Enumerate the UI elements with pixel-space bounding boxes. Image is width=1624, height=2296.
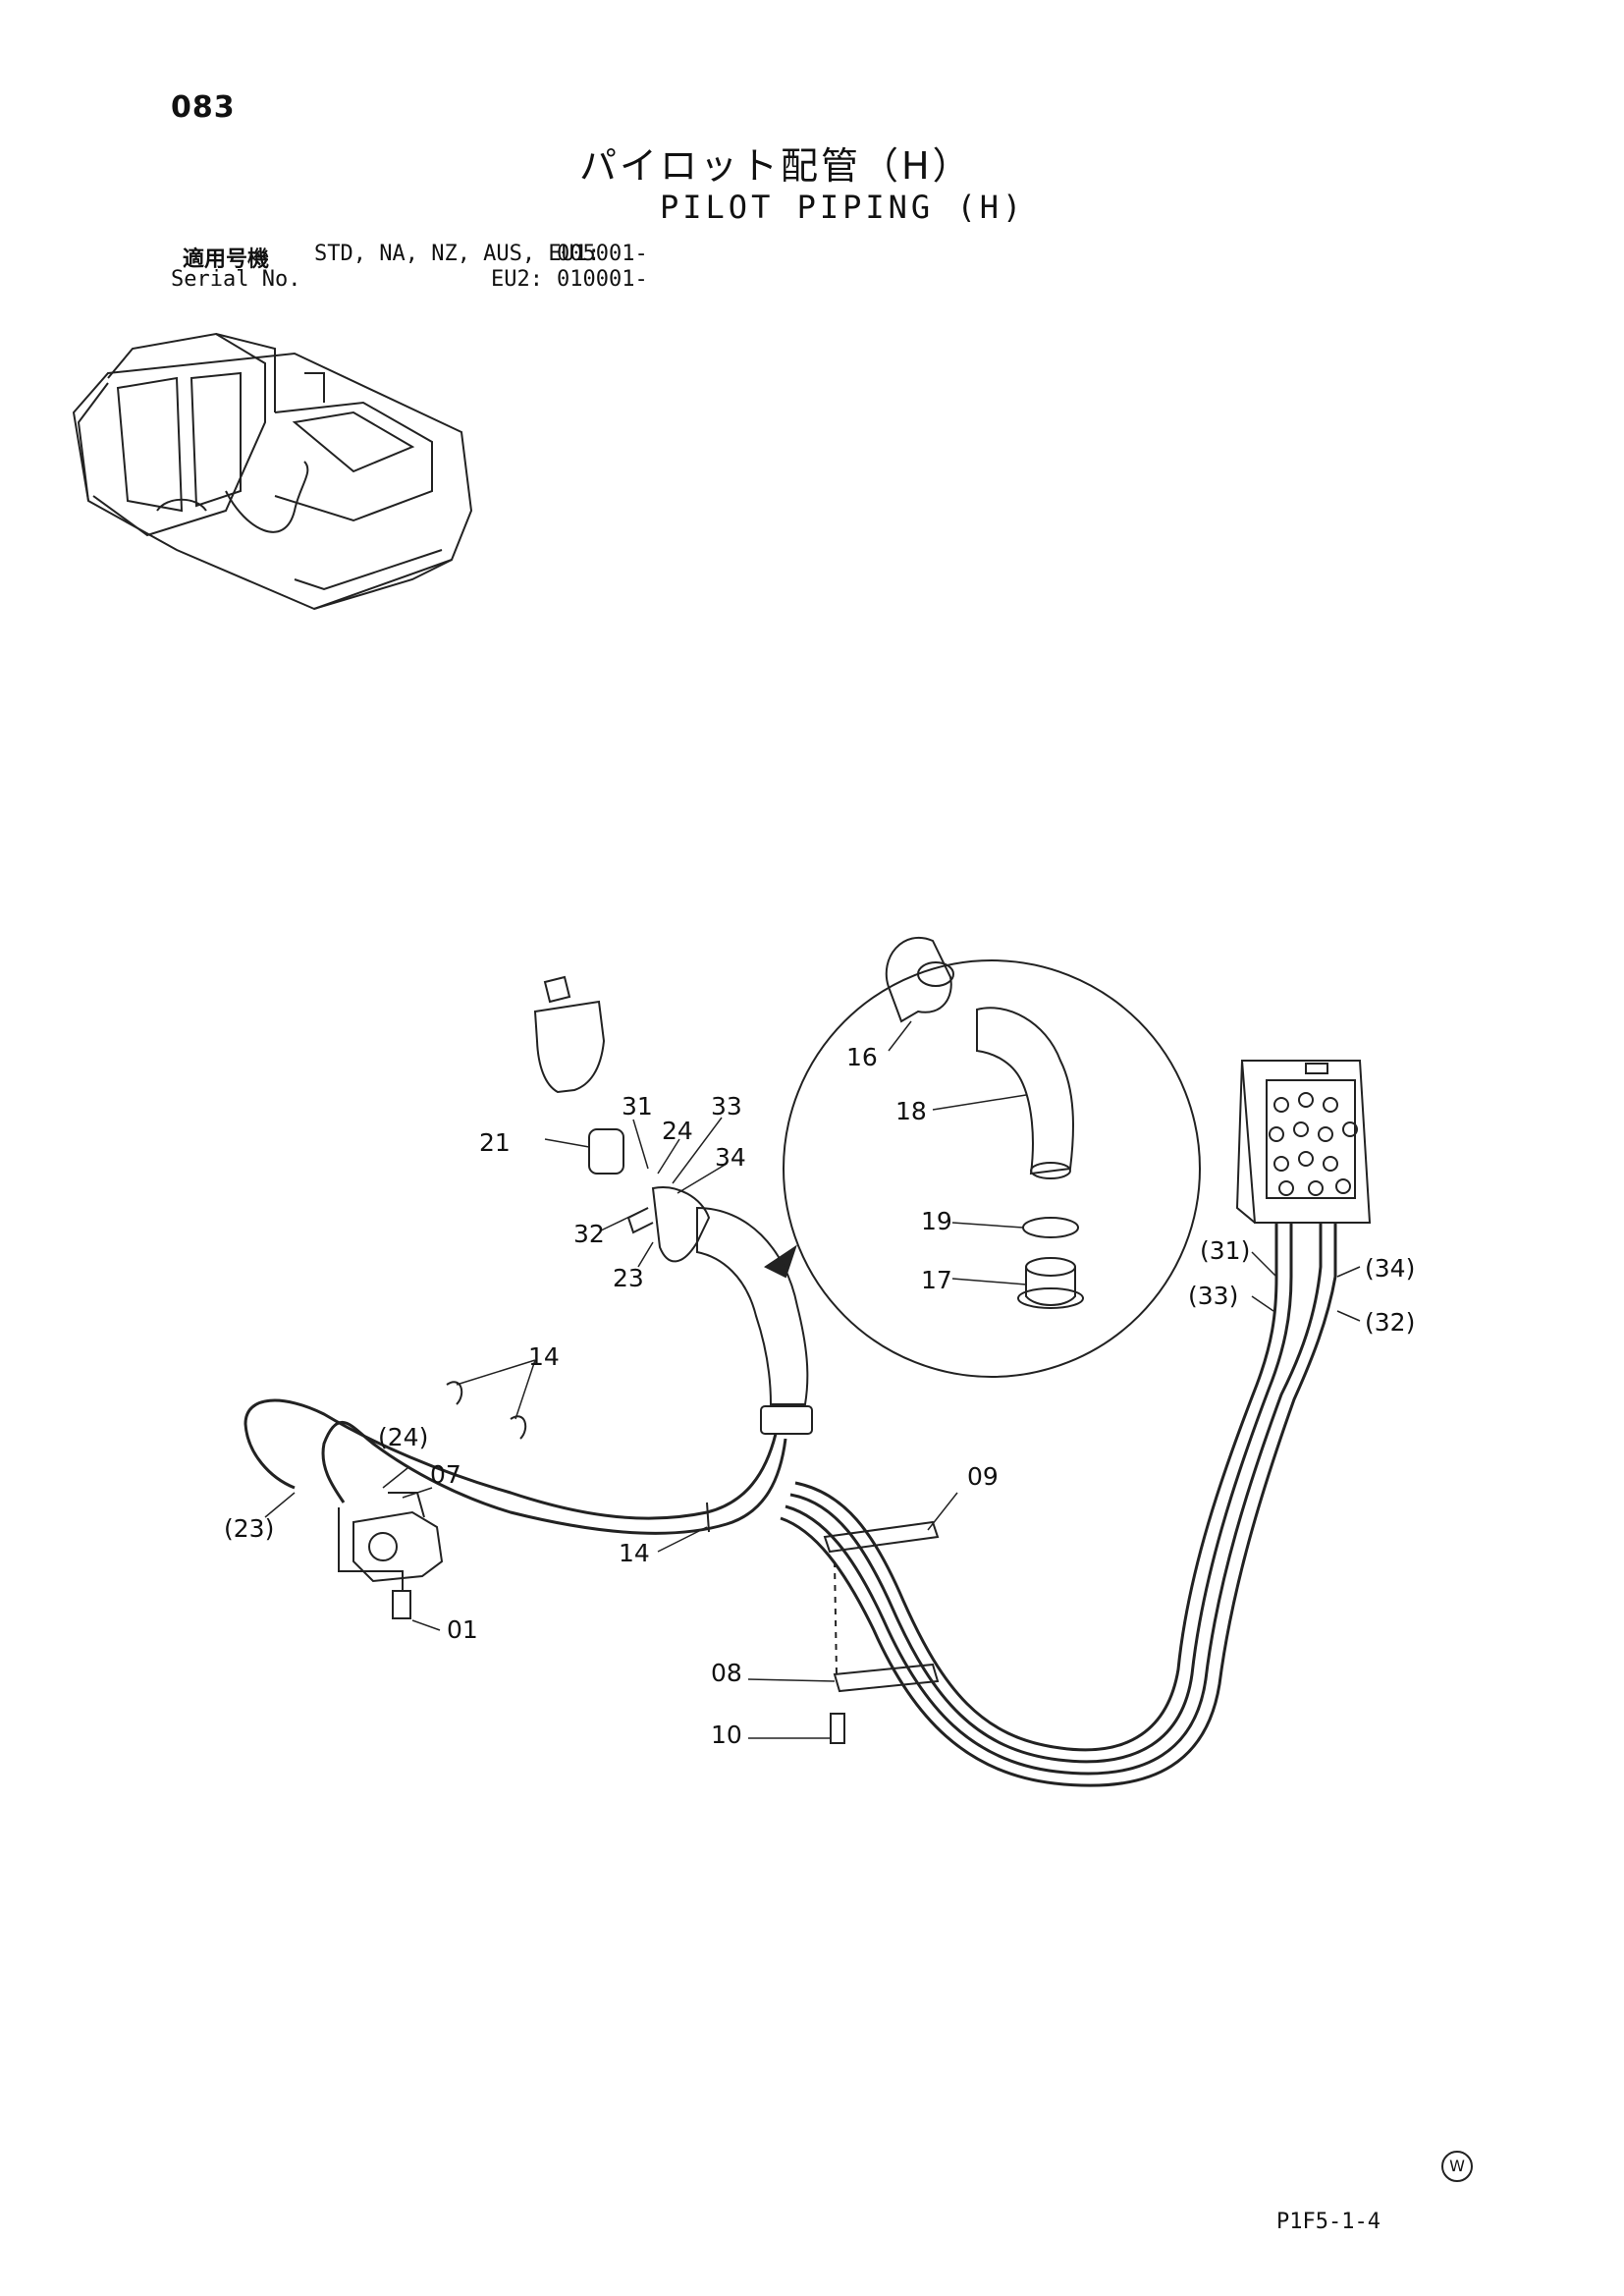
callout-34: 34 <box>715 1143 746 1172</box>
callout-17: 17 <box>921 1266 952 1294</box>
figure-code: P1F5-1-4 <box>1276 2210 1380 2234</box>
callout-24: 24 <box>662 1117 693 1145</box>
bracket-parts <box>446 1381 940 1744</box>
page-title-japanese: パイロット配管（H） <box>579 144 973 188</box>
callout-ref-23: (23) <box>224 1514 274 1543</box>
callout-18: 18 <box>895 1097 927 1125</box>
serial-range-2: 010001- <box>557 267 648 292</box>
callout-19: 19 <box>921 1207 952 1235</box>
pilot-hose-upper <box>696 1206 809 1405</box>
callout-32: 32 <box>573 1220 605 1248</box>
excavator-overview-illustration <box>72 332 473 611</box>
callout-21: 21 <box>479 1128 511 1157</box>
leader-lines <box>264 1020 1361 1739</box>
callout-33: 33 <box>711 1092 742 1121</box>
part-17-sleeve <box>1025 1267 1076 1306</box>
callout-16: 16 <box>846 1043 878 1071</box>
callout-ref-33: (33) <box>1188 1282 1238 1310</box>
callout-10: 10 <box>711 1721 742 1749</box>
callout-23: 23 <box>613 1264 644 1292</box>
pilot-fitting-assembly <box>338 1492 444 1619</box>
pilot-valve-assembly <box>533 975 813 1435</box>
callout-07: 07 <box>430 1460 461 1489</box>
part-08-plate <box>833 1663 940 1693</box>
callout-labels: 21 31 24 33 34 32 23 14 (24) 07 (23) 14 … <box>224 1043 1415 1749</box>
detail-view <box>764 936 1201 1378</box>
callout-08: 08 <box>711 1659 742 1687</box>
circled-w-mark: W <box>1441 2151 1473 2182</box>
callout-14-lower: 14 <box>619 1539 650 1567</box>
detail-circle <box>783 959 1201 1378</box>
callout-14-upper: 14 <box>528 1342 560 1371</box>
part-10-bolt <box>830 1713 845 1744</box>
serial-eu2-label: EU2: <box>491 267 543 292</box>
part-18-hose <box>976 1007 1074 1175</box>
part-09-bracket <box>823 1520 940 1554</box>
callout-ref-24: (24) <box>378 1423 428 1451</box>
grommet-23 <box>651 1186 711 1263</box>
callout-01: 01 <box>447 1615 478 1644</box>
callout-ref-34: (34) <box>1365 1254 1415 1283</box>
serial-label-japanese: 適用号機 <box>183 247 270 272</box>
pilot-hoses <box>244 1223 1337 1787</box>
callout-ref-31: (31) <box>1200 1236 1250 1265</box>
serial-range-1: 005001- <box>557 242 648 266</box>
callout-31: 31 <box>622 1092 653 1121</box>
part-16-grommet <box>885 936 952 1023</box>
serial-models: STD, NA, NZ, AUS, EU1: <box>314 242 601 266</box>
page-number: 083 <box>171 90 236 125</box>
page-title: PILOT PIPING (H) <box>660 189 1026 226</box>
control-valve-block <box>1235 1060 1372 1224</box>
callout-09: 09 <box>967 1462 999 1491</box>
callout-ref-32: (32) <box>1365 1308 1415 1337</box>
serial-label: Serial No. <box>171 267 301 292</box>
part-19-clamp <box>1022 1217 1079 1238</box>
